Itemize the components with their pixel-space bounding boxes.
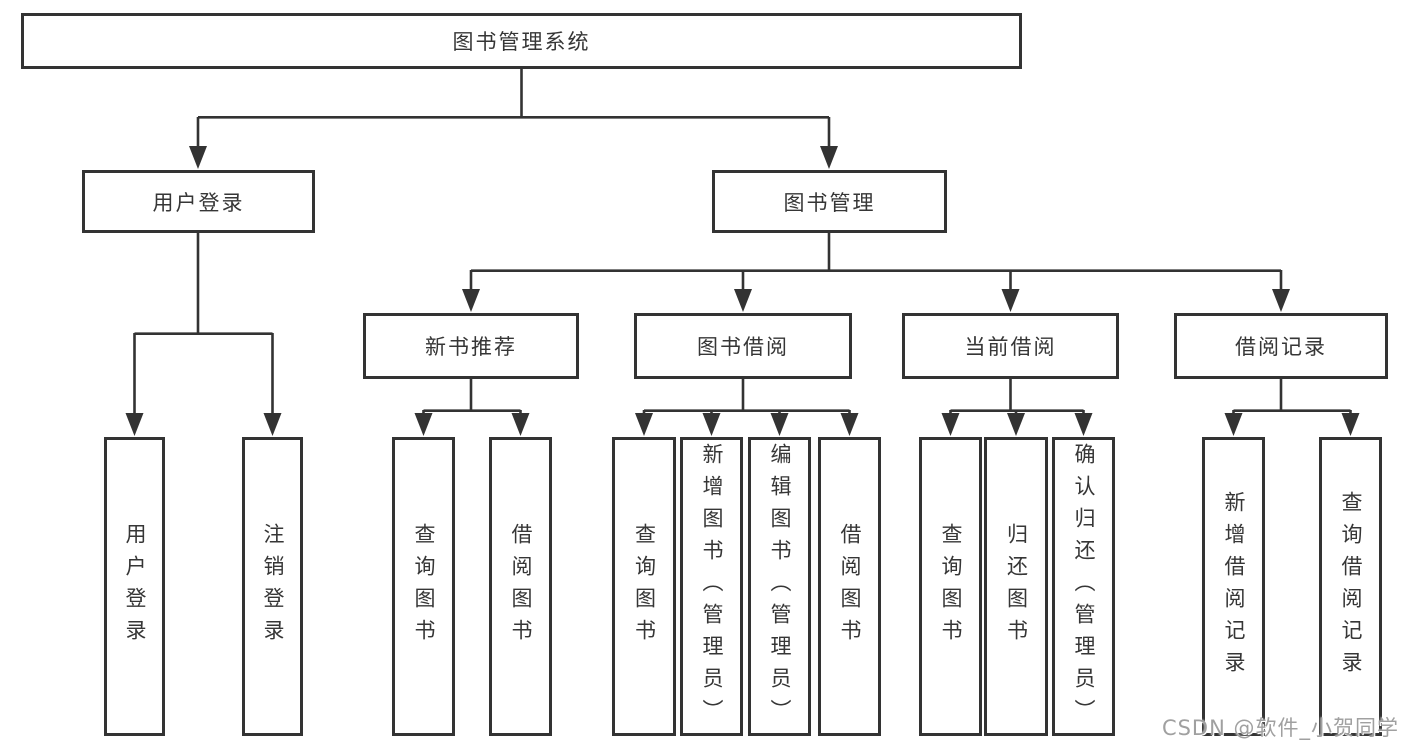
diagram-node-book-borrowing: 图书借阅 bbox=[634, 313, 852, 379]
diagram-node-new-book-recommend: 新书推荐 bbox=[363, 313, 579, 379]
node-label: 借阅图书 bbox=[509, 522, 533, 651]
diagram-leaf-add-books-admin: 新增图书（管理员） bbox=[680, 437, 743, 736]
diagram-node-borrowing-records: 借阅记录 bbox=[1174, 313, 1388, 379]
node-label: 借阅图书 bbox=[838, 522, 862, 651]
node-label: 注销登录 bbox=[261, 522, 285, 651]
diagram-leaf-add-borrow-record: 新增借阅记录 bbox=[1202, 437, 1265, 736]
node-label: 借阅记录 bbox=[1235, 335, 1327, 359]
node-label: 查询图书 bbox=[632, 522, 657, 651]
diagram-leaf-query-borrow-record: 查询借阅记录 bbox=[1319, 437, 1382, 736]
node-label: 图书管理 bbox=[783, 190, 876, 215]
node-label-root: 图书管理系统 bbox=[452, 30, 591, 54]
node-label: 归还图书 bbox=[1004, 522, 1029, 651]
diagram-node-user-login-module: 用户登录 bbox=[82, 170, 315, 233]
diagram-leaf-confirm-return-admin: 确认归还（管理员） bbox=[1052, 437, 1115, 736]
csdn-watermark: CSDN @软件_小贺同学 bbox=[1161, 716, 1399, 740]
diagram-leaf-borrow-books: 借阅图书 bbox=[818, 437, 881, 736]
node-label: 用户登录 bbox=[152, 190, 245, 215]
diagram-node-root: 图书管理系统 bbox=[21, 13, 1022, 69]
diagram-leaf-return-books: 归还图书 bbox=[984, 437, 1048, 736]
node-label: 编辑图书（管理员） bbox=[768, 442, 792, 731]
node-label: 当前借阅 bbox=[964, 335, 1057, 359]
diagram-leaf-logout: 注销登录 bbox=[242, 437, 303, 736]
node-label: 图书借阅 bbox=[697, 335, 789, 359]
node-label: 确认归还（管理员） bbox=[1072, 442, 1096, 731]
diagram-node-book-management: 图书管理 bbox=[712, 170, 947, 233]
node-label: 新书推荐 bbox=[425, 335, 517, 359]
diagram-leaf-query-books-borrowing: 查询图书 bbox=[612, 437, 676, 736]
node-label: 用户登录 bbox=[123, 522, 147, 651]
diagram-leaf-borrow-books-recommend: 借阅图书 bbox=[489, 437, 552, 736]
diagram-leaf-query-books-current: 查询图书 bbox=[919, 437, 982, 736]
diagram-leaf-edit-books-admin: 编辑图书（管理员） bbox=[748, 437, 811, 736]
node-label: 查询图书 bbox=[412, 522, 436, 651]
node-label: 查询图书 bbox=[939, 522, 963, 651]
diagram-leaf-query-books-recommend: 查询图书 bbox=[392, 437, 455, 736]
diagram-leaf-user-login: 用户登录 bbox=[104, 437, 165, 736]
node-label: 新增借阅记录 bbox=[1222, 490, 1246, 683]
node-label: 新增图书（管理员） bbox=[700, 442, 724, 731]
node-label: 查询借阅记录 bbox=[1339, 490, 1363, 683]
diagram-node-current-borrowing: 当前借阅 bbox=[902, 313, 1119, 379]
